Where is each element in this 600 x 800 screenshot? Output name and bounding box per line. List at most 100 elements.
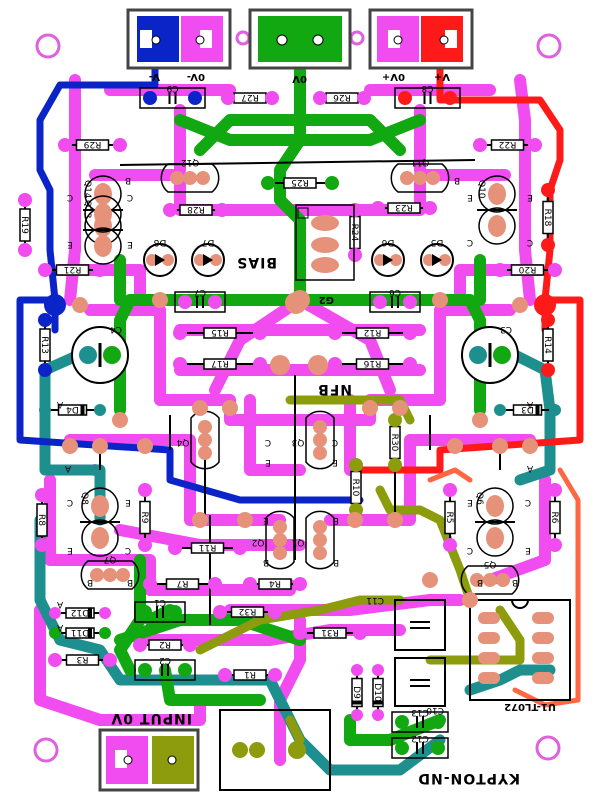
capacitor-label: C11 xyxy=(366,595,384,605)
capacitor-c3: C3 xyxy=(461,324,519,384)
resistor-label: R4 xyxy=(269,578,281,588)
transistor-q7: Q7 xyxy=(80,554,140,590)
capacitor-label: C7 xyxy=(194,287,206,297)
transistor-label: Q10 xyxy=(476,180,486,199)
mounting-hole-top-left-2 xyxy=(235,30,251,46)
pin-letter: C xyxy=(67,192,73,202)
resistor-r3: R3 xyxy=(48,653,117,667)
led-label: D8 xyxy=(153,237,166,247)
resistor-label: R9 xyxy=(139,512,149,524)
resistor-label: R25 xyxy=(291,177,309,187)
pad xyxy=(362,400,378,416)
transistor-q8: Q8 xyxy=(79,487,120,557)
label-input-0v: INPUT 0V xyxy=(110,710,192,726)
resistor-label: R21 xyxy=(64,264,82,274)
diode-d3: D3 xyxy=(494,404,561,416)
transistor-q6: Q6 xyxy=(474,487,515,557)
resistor-r11: R11 xyxy=(168,541,247,555)
resistor-r4: R4 xyxy=(243,577,307,591)
resistor-label: R29 xyxy=(83,139,101,149)
transistor-q5: Q5 xyxy=(460,559,520,595)
pin-letter: E xyxy=(265,457,271,467)
pin-letter: B xyxy=(477,577,483,587)
connector-top-mid: 0V xyxy=(248,8,352,84)
resistor-label: R10 xyxy=(350,479,360,497)
transistor-label: Q12 xyxy=(181,157,200,167)
transistor-q4: Q4 xyxy=(176,410,220,470)
resistor-label: R16 xyxy=(363,358,381,368)
resistor-r13: R13 xyxy=(38,313,52,377)
led-label: D5 xyxy=(431,237,444,247)
diode-label: D3 xyxy=(521,404,534,414)
mounting-hole-bottom-left xyxy=(33,737,59,763)
diode-label: D12 xyxy=(71,607,89,617)
supply-pad-positive xyxy=(534,294,556,316)
resistor-r16: R16 xyxy=(328,357,417,371)
nfb-label: NFB xyxy=(317,381,352,397)
resistor-label: R28 xyxy=(187,204,205,214)
led-d6: D6 xyxy=(371,237,405,277)
diode-label: D9 xyxy=(351,686,361,699)
resistor-r30: R30 xyxy=(388,413,402,472)
pin-letter: E xyxy=(125,497,131,507)
label-0v-minus: 0V- xyxy=(187,71,205,82)
transistor-q13: Q13 xyxy=(82,195,123,265)
capacitor-c9: C9 xyxy=(139,83,206,109)
pin-letter: E xyxy=(127,239,133,249)
transistor-label: Q8 xyxy=(79,492,89,505)
label-0v-plus: 0V+ xyxy=(382,71,405,82)
resistor-label: R31 xyxy=(321,627,339,637)
capacitor-c12: C12 xyxy=(391,733,449,759)
transistor-label: Q3 xyxy=(292,437,305,447)
resistor-label: R5 xyxy=(444,512,454,524)
pin-letter: C xyxy=(125,545,131,555)
capacitor-c11: C11 xyxy=(366,595,446,651)
pad xyxy=(308,355,328,375)
led-d5: D5 xyxy=(420,237,454,277)
resistor-label: R2 xyxy=(159,639,171,649)
resistor-label: R6 xyxy=(549,512,559,524)
bias-trimmer xyxy=(295,204,355,281)
pin-letter: E xyxy=(333,515,339,525)
capacitor-c7: C7 xyxy=(174,287,226,313)
capacitor-c2: C2 xyxy=(134,655,196,681)
diode-d4: D4 xyxy=(39,404,106,416)
mounting-hole-top-right-2 xyxy=(349,30,365,46)
transistor-label: Q6 xyxy=(474,492,484,505)
diode-d9: D9 xyxy=(351,664,363,721)
pin-letter: B xyxy=(263,557,269,567)
resistor-label: R17 xyxy=(211,358,229,368)
diode-label: D10 xyxy=(372,683,382,702)
pad xyxy=(222,400,238,416)
pad xyxy=(472,412,488,428)
resistor-r17: R17 xyxy=(173,357,267,371)
resistor-label: R30 xyxy=(389,434,399,452)
label-v-minus: V- xyxy=(149,71,160,82)
pad xyxy=(522,438,538,454)
resistor-r19: R19 xyxy=(18,193,32,257)
pin-letter: C xyxy=(67,497,73,507)
pin-letter: A xyxy=(56,622,63,632)
pad xyxy=(432,292,448,308)
capacitor-label: C10 xyxy=(426,705,444,715)
ic-u1 xyxy=(469,599,571,701)
capacitor-label: C9 xyxy=(166,83,178,93)
pad xyxy=(492,438,508,454)
diode-label: D11 xyxy=(71,627,89,637)
pin-letter: B xyxy=(512,577,518,587)
pad xyxy=(192,512,208,528)
transistor-label: Q13 xyxy=(82,200,92,219)
led-d7: D7 xyxy=(191,237,225,277)
resistor-label: R7 xyxy=(177,578,189,588)
led-label: D7 xyxy=(202,237,215,247)
resistor-r26: R26 xyxy=(313,91,371,105)
capacitor-c6: C6 xyxy=(369,287,421,313)
resistor-label: R13 xyxy=(39,336,49,354)
pad xyxy=(192,400,208,416)
pin-letter: C xyxy=(127,192,133,202)
resistor-r29: R29 xyxy=(58,138,127,152)
pin-letter: B xyxy=(125,175,131,185)
